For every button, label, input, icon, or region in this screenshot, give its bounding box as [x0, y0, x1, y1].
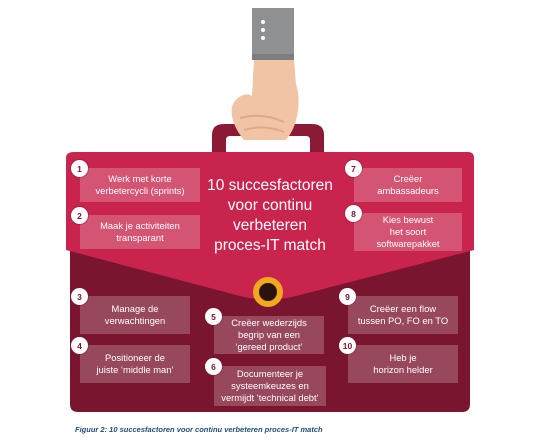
factor-label-8: Kies bewust het soort softwarepakket: [376, 214, 440, 249]
factor-label-6: Documenteer je systeemkeuzes en vermijdt…: [221, 368, 319, 403]
factor-number-3: 3: [71, 288, 88, 305]
factor-card-8: 8 Kies bewust het soort softwarepakket: [345, 205, 462, 251]
factor-label-2: Maak je activiteiten transparant: [100, 220, 180, 243]
factor-card-3: 3 Manage de verwachtingen: [71, 288, 190, 334]
factor-number-6: 6: [205, 358, 222, 375]
factor-card-9: 9 Creëer een flow tussen PO, FO en TO: [339, 288, 458, 334]
factor-card-7: 7 Creëer ambassadeurs: [345, 160, 462, 202]
factor-number-1: 1: [71, 160, 88, 177]
sleeve: [252, 8, 294, 54]
factor-number-4: 4: [71, 337, 88, 354]
factor-label-3: Manage de verwachtingen: [104, 303, 166, 326]
factor-label-10: Heb je horizon helder: [373, 352, 433, 375]
factor-number-10: 10: [339, 337, 356, 354]
bag-lid: [66, 152, 474, 300]
diagram-title: 10 succesfactoren voor continu verbetere…: [200, 176, 340, 256]
factor-label-4: Positioneer de juiste ‘middle man’: [96, 352, 174, 375]
factor-number-2: 2: [71, 207, 88, 224]
figure-caption: Figuur 2: 10 succesfactoren voor continu…: [75, 425, 323, 434]
title-line-3: verbeteren: [232, 217, 308, 234]
factor-card-5: 5 Creëer wederzijds begrip van een ‘gere…: [205, 308, 324, 354]
factor-label-1: Werk met korte verbetercycli (sprints): [95, 173, 185, 196]
factor-card-1: 1 Werk met korte verbetercycli (sprints): [71, 160, 200, 202]
title-line-2: voor continu: [227, 197, 313, 214]
title-line-4: proces-IT match: [214, 237, 326, 254]
bag-body: [70, 250, 470, 412]
factor-number-8: 8: [345, 205, 362, 222]
factor-card-10: 10 Heb je horizon helder: [339, 337, 458, 383]
factor-label-9: Creëer een flow tussen PO, FO en TO: [357, 303, 449, 326]
factor-label-7: Creëer ambassadeurs: [377, 173, 439, 196]
factor-number-9: 9: [339, 288, 356, 305]
factor-number-5: 5: [205, 308, 222, 325]
factor-label-5: Creëer wederzijds begrip van een ‘gereed…: [231, 317, 307, 352]
factor-number-7: 7: [345, 160, 362, 177]
title-line-1: 10 succesfactoren: [207, 177, 333, 194]
factor-card-6: 6 Documenteer je systeemkeuzes en vermij…: [205, 358, 326, 406]
factor-card-2: 2 Maak je activiteiten transparant: [71, 207, 200, 249]
factor-card-4: 4 Positioneer de juiste ‘middle man’: [71, 337, 190, 383]
